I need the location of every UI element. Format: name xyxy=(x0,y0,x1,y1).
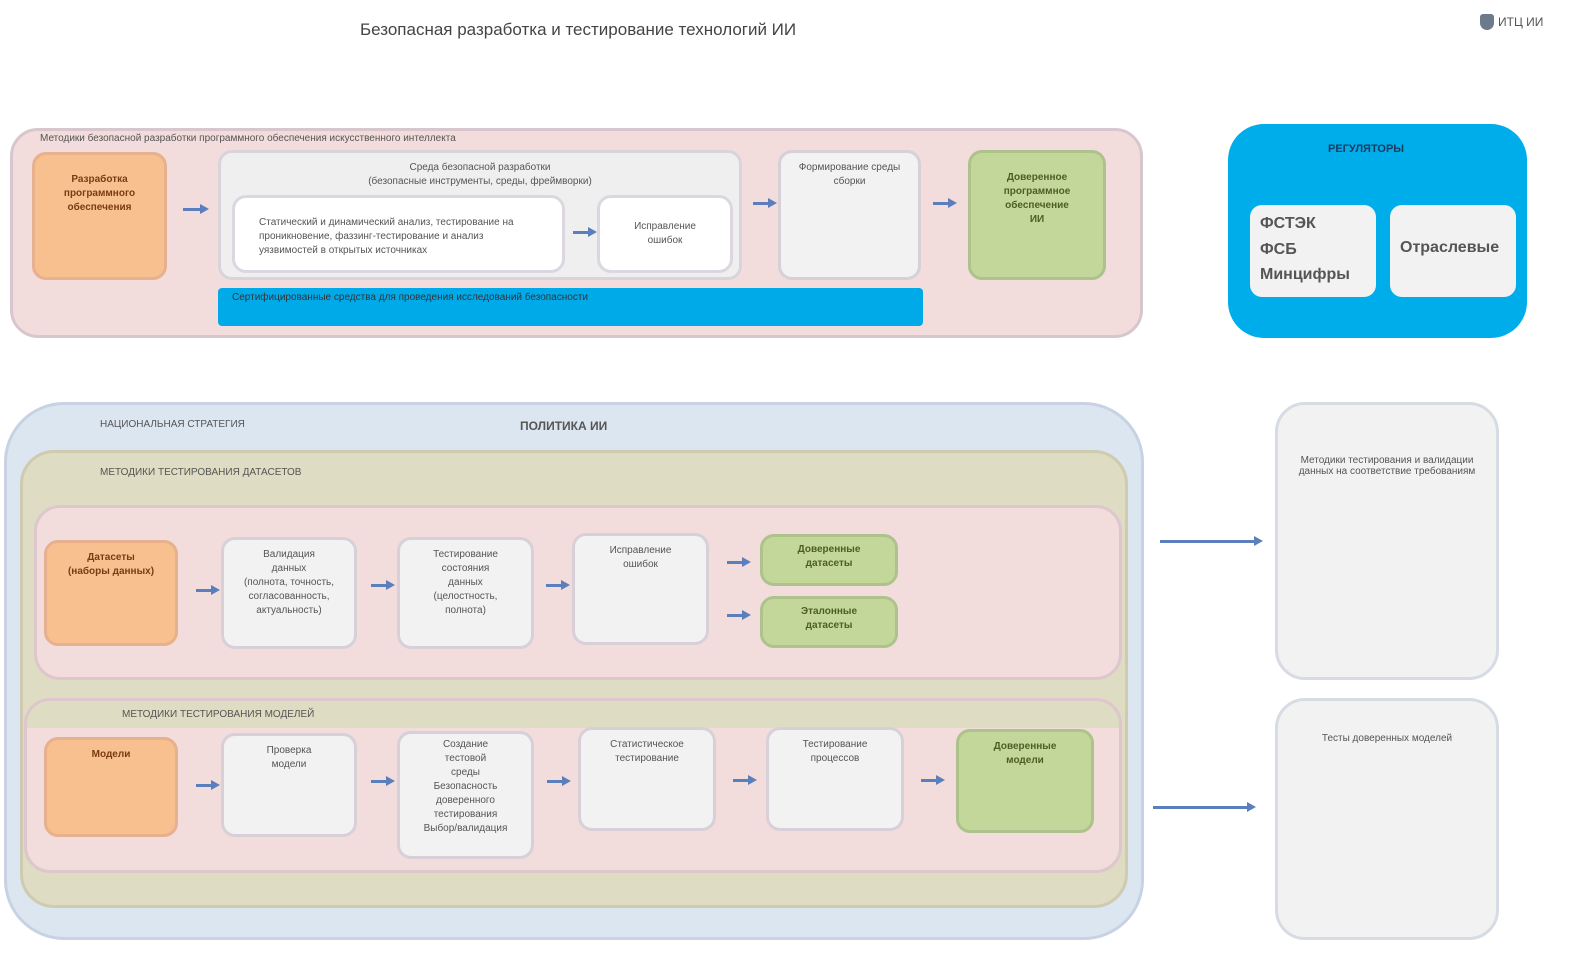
datasets-methods-label: МЕТОДИКИ ТЕСТИРОВАНИЯ ДАТАСЕТОВ xyxy=(100,467,302,478)
regulator-industry-box: Отраслевые xyxy=(1390,205,1516,297)
strategy-label: НАЦИОНАЛЬНАЯ СТРАТЕГИЯ xyxy=(100,419,245,430)
trusted-models-box: Доверенные модели xyxy=(956,729,1094,833)
arrow-11 xyxy=(371,776,395,786)
trusted-software-box: Доверенное программное обеспечение ИИ xyxy=(968,150,1106,280)
shield-icon xyxy=(1480,14,1494,30)
arrow-1 xyxy=(183,204,209,214)
regulator-fsb: ФСБ xyxy=(1260,240,1297,258)
arrow-13 xyxy=(733,775,757,785)
arrow-7 xyxy=(546,580,570,590)
datasets-source-box: Датасеты (наборы данных) xyxy=(44,540,178,646)
logo-text: ИТЦ ИИ xyxy=(1498,15,1544,29)
reference-datasets-box: Эталонные датасеты xyxy=(760,596,898,648)
arrow-3 xyxy=(753,198,777,208)
arrow-4 xyxy=(933,198,957,208)
process-testing-box: Тестирование процессов xyxy=(766,727,904,831)
datasets-fix-box: Исправление ошибок xyxy=(572,533,709,645)
regulators-list-box: ФСТЭК ФСБ Минцифры xyxy=(1250,205,1376,297)
arrow-14 xyxy=(921,775,945,785)
arrow-10 xyxy=(196,780,220,790)
arrow-6 xyxy=(371,580,395,590)
data-state-testing-box: Тестирование состояния данных (целостнос… xyxy=(397,537,534,649)
arrow-12 xyxy=(547,776,571,786)
test-env-box: Создание тестовой среды Безопасность дов… xyxy=(397,731,534,859)
arrow-to-side-1 xyxy=(1160,536,1263,546)
arrow-2 xyxy=(573,227,597,237)
trusted-datasets-box: Доверенные датасеты xyxy=(760,534,898,586)
models-methods-label: МЕТОДИКИ ТЕСТИРОВАНИЯ МОДЕЛЕЙ xyxy=(122,709,315,720)
regulator-fstek: ФСТЭК xyxy=(1260,215,1316,232)
validation-methods-box: Методики тестирования и валидации данных… xyxy=(1275,402,1499,680)
data-validation-box: Валидация данных (полнота, точность, сог… xyxy=(221,537,357,649)
secure-env-title: Среда безопасной разработки (безопасные … xyxy=(368,162,592,187)
regulator-mintsifry: Минцифры xyxy=(1260,266,1350,284)
policy-label: ПОЛИТИКА ИИ xyxy=(520,419,608,433)
models-lane-fill xyxy=(27,728,1119,870)
page-title: Безопасная разработка и тестирование тех… xyxy=(360,20,797,39)
arrow-5 xyxy=(196,585,220,595)
build-env-box: Формирование среды сборки xyxy=(778,150,921,280)
secure-development-label: Методики безопасной разработки программн… xyxy=(40,133,456,144)
arrow-9 xyxy=(727,610,751,620)
fix-errors-box: Исправление ошибок xyxy=(597,195,733,273)
logo: ИТЦ ИИ xyxy=(1480,14,1543,30)
statistical-testing-box: Статистическое тестирование xyxy=(578,727,716,831)
source-software-box: Разработка программного обеспечения xyxy=(32,152,167,280)
testing-box: Статический и динамический анализ, тести… xyxy=(232,195,565,273)
models-source-box: Модели xyxy=(44,737,178,837)
models-lane xyxy=(24,698,1122,873)
trusted-model-tests-box: Тесты доверенных моделей xyxy=(1275,698,1499,940)
regulators-title: РЕГУЛЯТОРЫ xyxy=(1328,143,1405,155)
certified-tools-bar: Сертифицированные средства для проведени… xyxy=(218,288,923,326)
model-check-box: Проверка модели xyxy=(221,733,357,837)
arrow-to-side-2 xyxy=(1153,802,1256,812)
arrow-8 xyxy=(727,557,751,567)
